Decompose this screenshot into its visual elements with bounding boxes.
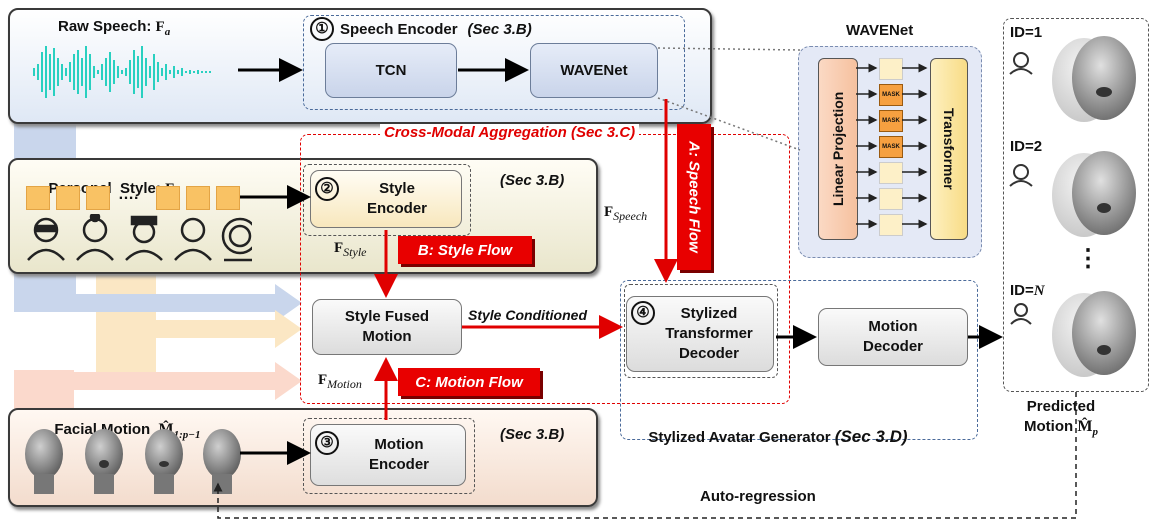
style-flow-tag: B: Style Flow — [398, 236, 532, 264]
mask-token: MASK — [879, 110, 903, 132]
f-speech-label: FSpeech — [604, 204, 648, 223]
cross-modal-title: Cross-Modal Aggregation (Sec 3.C) — [380, 124, 640, 141]
f-motion-label: FMotion — [318, 372, 362, 391]
facial-motion-label: Facial Motion M̂1:p−1 — [54, 421, 201, 441]
user-icon — [1009, 164, 1033, 187]
face-frame-icon — [145, 429, 183, 494]
vdots-label: ⋮ — [1076, 245, 1100, 272]
style-token — [216, 186, 240, 210]
predicted-output-group — [1003, 18, 1149, 392]
step-three-badge: ③ — [315, 431, 339, 455]
style-token-ellipsis: …. — [118, 186, 139, 203]
motion-frames — [25, 429, 241, 494]
person-icon — [174, 217, 212, 261]
step-two-badge: ② — [315, 177, 339, 201]
raw-speech-label: Raw Speech: Fa — [58, 18, 171, 38]
id-n-label: ID=N — [1010, 282, 1045, 299]
person-icon — [221, 217, 252, 262]
waveform-icon — [33, 46, 211, 98]
style-token — [186, 186, 210, 210]
style-token — [156, 186, 180, 210]
style-token — [56, 186, 80, 210]
style-token — [86, 186, 110, 210]
person-icon — [125, 215, 163, 261]
id-2-label: ID=2 — [1010, 138, 1043, 155]
speech-encoder-title: ① Speech Encoder(Sec 3.B) — [310, 17, 532, 41]
auto-regression-label: Auto-regression — [700, 488, 816, 505]
facial-motion-sec: (Sec 3.B) — [500, 426, 565, 443]
decoder-inner-group — [624, 284, 778, 378]
avatar-generator-title: Stylized Avatar Generator (Sec 3.D) — [648, 427, 908, 446]
style-conditioned-label: Style Conditioned — [468, 307, 587, 323]
mask-token: MASK — [879, 84, 903, 106]
linear-projection-block: Linear Projection — [818, 58, 858, 240]
user-icon — [1009, 52, 1033, 75]
transformer-block: Transformer — [930, 58, 968, 240]
tcn-block: TCN — [325, 43, 457, 98]
step-one-badge: ① — [310, 17, 334, 41]
token-cell — [879, 214, 903, 236]
predicted-motion-label: Predicted Motion M̂p — [1024, 398, 1098, 438]
person-icon — [76, 214, 114, 261]
predicted-faces — [1009, 36, 1136, 377]
avatar-generator-group — [620, 280, 978, 440]
wavenet-detail-title: WAVENet — [846, 22, 914, 39]
person-avatars — [27, 214, 252, 262]
speech-flow-tag: A: Speech Flow — [677, 124, 711, 270]
personal-style-sec: (Sec 3.B) — [500, 172, 565, 189]
motion-flow-tag: C: Motion Flow — [398, 368, 540, 396]
wavenet-block: WAVENet — [530, 43, 658, 98]
face-frame-icon — [25, 429, 63, 494]
f-style-label: FStyle — [334, 240, 367, 259]
token-cell — [879, 58, 903, 80]
token-cell — [879, 162, 903, 184]
face-frame-icon — [85, 429, 123, 494]
step-four-badge: ④ — [631, 301, 655, 325]
mask-token: MASK — [879, 136, 903, 158]
token-cell — [879, 188, 903, 210]
user-icon — [1010, 303, 1032, 325]
person-icon — [27, 217, 65, 261]
speech-encoder-group — [303, 15, 685, 110]
style-token — [26, 186, 50, 210]
id-1-label: ID=1 — [1010, 24, 1043, 41]
